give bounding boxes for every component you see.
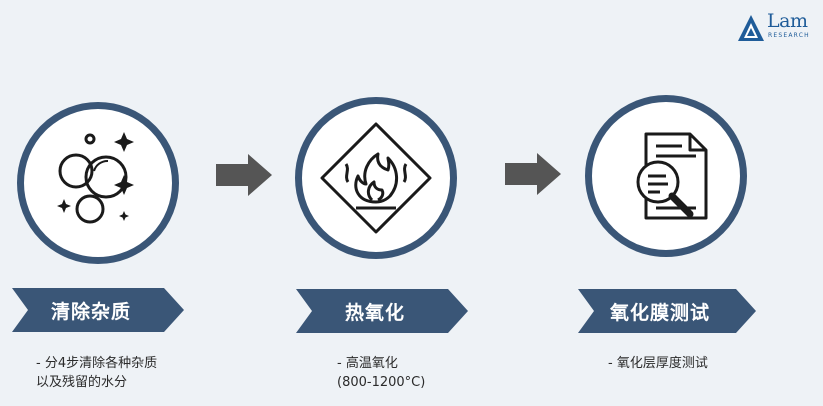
step-1-description: - 分4步清除各种杂质 以及残留的水分: [36, 354, 157, 392]
step-3-circle: [585, 95, 747, 257]
logo-wordmark: Lam: [767, 10, 808, 32]
step-1-desc-line1: - 分4步清除各种杂质: [36, 356, 158, 371]
step-2-description: - 高温氧化 (800-1200°C): [337, 354, 425, 392]
flame-warning-icon: [320, 122, 432, 234]
document-magnifier-icon: [636, 132, 708, 220]
step-3-desc-line1: - 氧化层厚度测试: [608, 356, 708, 371]
step-3-title: 氧化膜测试: [609, 301, 710, 324]
logo-subtitle: RESEARCH: [768, 32, 810, 39]
step-1-desc-line2: 以及残留的水分: [36, 375, 128, 390]
arrow-right-icon: [505, 153, 561, 195]
step-2-title: 热氧化: [344, 301, 405, 324]
arrow-right-icon: [216, 154, 272, 196]
lam-research-logo: Lam RESEARCH: [737, 10, 817, 44]
step-1-circle: [17, 102, 179, 264]
step-2-desc-line2: (800-1200°C): [337, 375, 426, 390]
step-2-circle: [295, 97, 457, 259]
lam-logo-mark-icon: [738, 15, 764, 41]
step-2-banner: 热氧化: [296, 289, 468, 333]
step-2-desc-line1: - 高温氧化: [337, 356, 398, 371]
step-3-banner: 氧化膜测试: [578, 289, 756, 333]
step-3-description: - 氧化层厚度测试: [608, 354, 708, 373]
step-1-title: 清除杂质: [50, 300, 131, 323]
bubbles-sparkle-icon: [57, 132, 134, 224]
step-1-banner: 清除杂质: [12, 288, 184, 332]
